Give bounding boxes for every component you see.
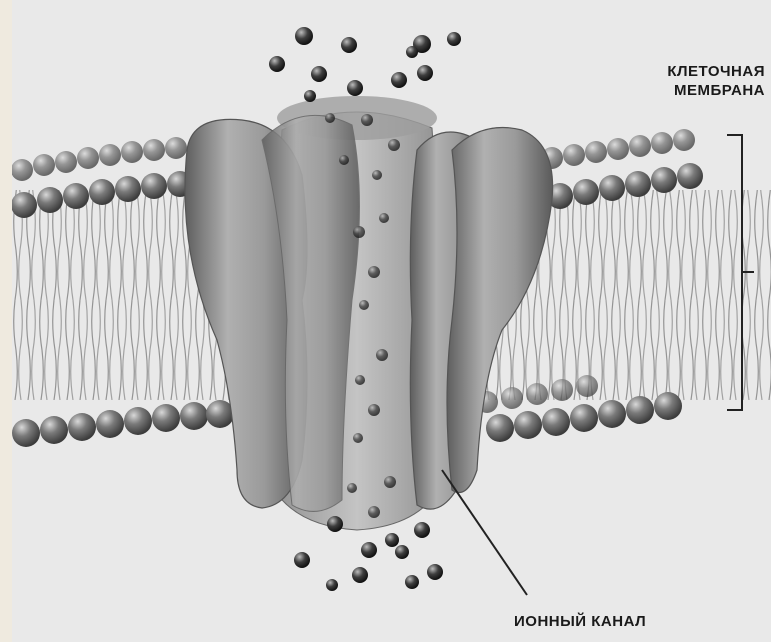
diagram-frame: КЛЕТОЧНАЯ МЕМБРАНА ИОННЫЙ КАНАЛ: [12, 0, 771, 642]
ion-channel-pointer: [442, 470, 527, 595]
ion-channel-protein: [185, 96, 553, 530]
membrane-label-line1: КЛЕТОЧНАЯ: [667, 62, 765, 81]
membrane-label: КЛЕТОЧНАЯ МЕМБРАНА: [667, 62, 765, 100]
ion-channel-label: ИОННЫЙ КАНАЛ: [514, 613, 646, 630]
ions-extracellular: [269, 27, 461, 102]
membrane-label-line2: МЕМБРАНА: [667, 81, 765, 100]
ion-channel-illustration: [12, 0, 771, 642]
